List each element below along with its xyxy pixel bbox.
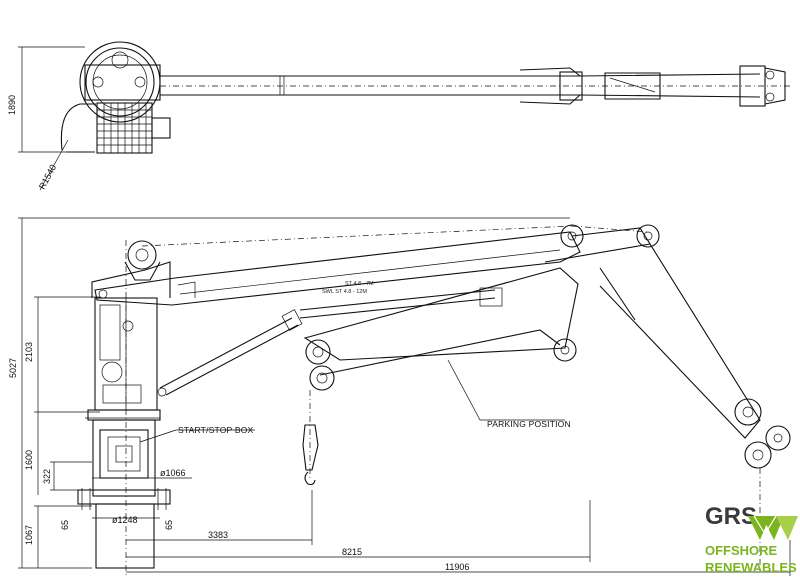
side-view: 5027 2103 1600 322 1067 65 65 [8,217,791,578]
dim-d1248: ø1248 [112,515,138,525]
dim-3383: 3383 [208,530,228,540]
dim-65-right: 65 [164,520,174,530]
top-view: 1890 R1540 [7,41,790,191]
swl-line-1: ST 4.8 - 7M [345,281,374,287]
swl-line-2: SWL ST 4.8 - 12M [322,289,367,295]
dim-d1066: ø1066 [160,468,186,478]
dim-322: 322 [42,469,52,484]
dim-8215: 8215 [342,547,362,557]
dim-1600: 1600 [24,450,34,470]
dim-5027: 5027 [8,358,18,378]
dim-r1540: R1540 [37,163,58,191]
dim-1067: 1067 [24,525,34,545]
grs-logo: GRS OFFSHORE RENEWABLES [705,503,798,575]
dim-11906: 11906 [445,562,469,572]
logo-renewables: RENEWABLES [705,560,797,575]
dim-1890: 1890 [7,95,17,115]
dim-2103: 2103 [24,342,34,362]
parking-position-label: PARKING POSITION [487,419,571,429]
logo-wind-mark [748,515,798,540]
logo-offshore: OFFSHORE [705,543,778,558]
dim-65-left: 65 [60,520,70,530]
